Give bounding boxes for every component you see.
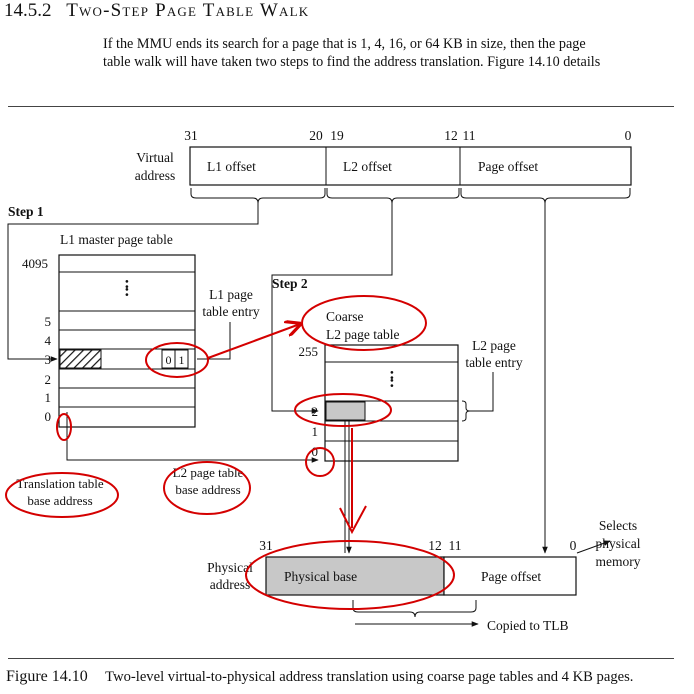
- l1-entry-hatched-field: [59, 349, 102, 369]
- pa-bit-12: 12: [428, 538, 442, 553]
- l1-entry-label-1: L1 page: [209, 287, 253, 302]
- brace-l2-offset: [326, 188, 460, 204]
- annotation-ellipse-l2-entry: [294, 393, 392, 427]
- figure-caption: Figure 14.10 Two-level virtual-to-physic…: [6, 668, 633, 686]
- pa-bit-0: 0: [570, 538, 577, 553]
- brace-l1-offset: [190, 188, 326, 204]
- step2-label: Step 2: [272, 276, 308, 291]
- l1-ellipsis: :: [124, 273, 130, 292]
- va-bit-20: 20: [309, 128, 323, 143]
- l2-entry-shaded-field: [325, 401, 366, 421]
- l2-base-address-arrow: [66, 412, 319, 463]
- annotation-ellipse-l2-base: [163, 461, 251, 515]
- brace-page-offset: [460, 188, 631, 204]
- caption-rule: [8, 658, 674, 659]
- l1-index-5: 5: [45, 314, 52, 329]
- l2-entry-brace: [461, 400, 471, 422]
- va-bit-19: 19: [330, 128, 344, 143]
- l2-offset-index-arrow: [271, 203, 393, 414]
- selects-label-2: physical: [596, 536, 641, 551]
- l2-table-title-2: L2 page table: [326, 327, 399, 342]
- l1-offset-index-arrow: [7, 203, 259, 362]
- annotation-arrowhead-down: [339, 505, 367, 535]
- virtual-address-box: [189, 146, 632, 186]
- va-bit-11: 11: [463, 128, 476, 143]
- ttb-label-2: base address: [27, 493, 92, 508]
- pa-field-physical-base: Physical base: [284, 569, 357, 584]
- selects-label-3: memory: [596, 554, 641, 569]
- copied-to-tlb-label: Copied to TLB: [487, 618, 569, 633]
- l1-ellipsis: :: [124, 281, 130, 300]
- annotation-arrow-to-coarse-table: [207, 324, 300, 359]
- l1-entry-leader: [197, 322, 231, 360]
- l1-master-page-table: [58, 254, 196, 428]
- pa-page-offset-field: [443, 556, 577, 596]
- l2base-label-2: base address: [175, 482, 240, 497]
- section-number: 14.5.2: [4, 0, 52, 21]
- l2-table-title-1: Coarse: [326, 309, 364, 324]
- l2-index-1: 1: [312, 424, 319, 439]
- l1-index-1: 1: [45, 390, 52, 405]
- va-field-page-offset: Page offset: [478, 159, 538, 174]
- selects-label-1: Selects: [599, 518, 637, 533]
- section-heading: 14.5.2 Two-Step Page Table Walk: [4, 0, 309, 22]
- l2-index-255: 255: [299, 344, 319, 359]
- top-rule: [8, 106, 674, 107]
- l2-index-0: 0: [312, 444, 319, 459]
- annotation-ellipse-ttb: [5, 472, 119, 518]
- l1-index-4095: 4095: [22, 256, 48, 271]
- caption-number: Figure 14.10: [6, 668, 88, 685]
- l2base-label-1: L2 page table: [173, 465, 244, 480]
- va-field-l1-offset: L1 offset: [207, 159, 256, 174]
- red-annotations: [5, 295, 455, 610]
- physical-address-label-2: address: [210, 577, 251, 592]
- ttb-label-1: Translation table: [16, 476, 103, 491]
- l2-ellipsis: :: [389, 364, 395, 383]
- va-bit-12: 12: [444, 128, 458, 143]
- selects-memory-arrow: [576, 540, 611, 554]
- annotation-ellipse-entry-bits: [145, 342, 209, 378]
- pa-bit-11: 11: [449, 538, 462, 553]
- annotation-ellipse-index0: [56, 413, 72, 441]
- l2-ellipsis: :: [389, 372, 395, 391]
- step1-label: Step 1: [8, 204, 44, 219]
- va-bit-31: 31: [184, 128, 198, 143]
- l1-index-2: 2: [45, 372, 52, 387]
- annotation-ellipse-physical-base: [245, 540, 455, 610]
- l1-index-4: 4: [45, 333, 52, 348]
- tlb-brace: [352, 600, 477, 618]
- physical-address-label-1: Physical: [207, 560, 253, 575]
- va-field-l2-offset: L2 offset: [343, 159, 392, 174]
- l2-entry-label-2: table entry: [465, 355, 523, 370]
- l2-entry-label-1: L2 page: [472, 338, 516, 353]
- pa-bit-31: 31: [259, 538, 273, 553]
- intro-line-2: table walk will have taken two steps to …: [103, 54, 601, 70]
- l2-entry-leader: [470, 372, 494, 412]
- l1-table-title: L1 master page table: [60, 232, 173, 247]
- l1-entry-label-2: table entry: [202, 304, 260, 319]
- l1-entry-bit-0: 0: [166, 353, 172, 367]
- section-title: Two-Step Page Table Walk: [66, 0, 310, 21]
- l1-index-0: 0: [45, 409, 52, 424]
- virtual-address-label-2: address: [135, 168, 176, 183]
- va-bit-0: 0: [625, 128, 632, 143]
- intro-line-1: If the MMU ends its search for a page th…: [103, 36, 586, 52]
- caption-text: Two-level virtual-to-physical address tr…: [105, 669, 634, 685]
- virtual-address-label-1: Virtual: [136, 150, 174, 165]
- annotation-ellipse-l2-index0: [305, 447, 335, 477]
- pa-field-page-offset: Page offset: [481, 569, 541, 584]
- l1-entry-bit-1: 1: [179, 353, 185, 367]
